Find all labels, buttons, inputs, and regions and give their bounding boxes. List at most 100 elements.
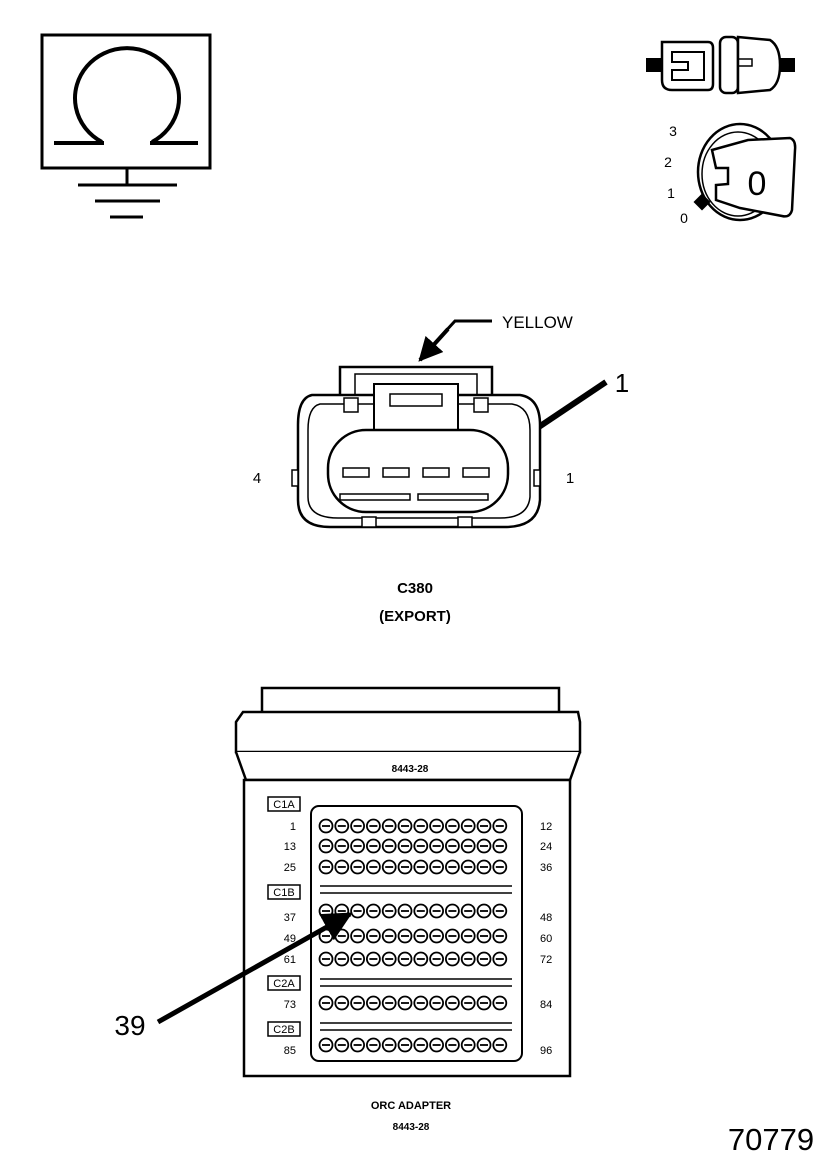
adapter-pin-95: [476, 1037, 492, 1053]
adapter-pin-22: [460, 838, 476, 854]
adapter-pin-83: [476, 995, 492, 1011]
adapter-pin-11: [476, 818, 492, 834]
adapter-pin-78: [397, 995, 413, 1011]
adapter-pin-16: [365, 838, 381, 854]
adapter-pin-87: [350, 1037, 366, 1053]
row-end-96: 96: [540, 1045, 552, 1057]
adapter-pin-42: [397, 903, 413, 919]
figure-number: 70779: [728, 1122, 814, 1157]
adapter-pin-63: [350, 951, 366, 967]
adapter-pin-96: [492, 1037, 508, 1053]
c380-pin-cavities: [342, 467, 490, 478]
orc-adapter: 8443-28 C1A C1B C2A C2B 1 12 13 24 25 36…: [234, 686, 582, 1133]
adapter-pin-73: [318, 995, 334, 1011]
adapter-pin-35: [476, 859, 492, 875]
row-start-13: 13: [284, 841, 296, 853]
adapter-pin-75: [350, 995, 366, 1011]
adapter-pin-58: [460, 928, 476, 944]
row-start-73: 73: [284, 999, 296, 1011]
adapter-pin-93: [444, 1037, 460, 1053]
adapter-pin-91: [413, 1037, 429, 1053]
row-start-85: 85: [284, 1045, 296, 1057]
adapter-pin-81: [444, 995, 460, 1011]
adapter-pin-46: [460, 903, 476, 919]
adapter-pin-67: [413, 951, 429, 967]
adapter-pin-85: [318, 1037, 334, 1053]
adapter-pin-32: [429, 859, 445, 875]
adapter-pin-27: [350, 859, 366, 875]
adapter-pin-3: [350, 818, 366, 834]
adapter-pin-33: [444, 859, 460, 875]
c380-pin-cavity-4: [342, 467, 370, 478]
row-end-48: 48: [540, 912, 552, 924]
adapter-pin-37: [318, 903, 334, 919]
adapter-pin-66: [397, 951, 413, 967]
adapter-pin-94: [460, 1037, 476, 1053]
adapter-pin-44: [429, 903, 445, 919]
adapter-pin-36: [492, 859, 508, 875]
adapter-pin-10: [460, 818, 476, 834]
pin-39-callout: 39: [114, 911, 353, 1041]
adapter-pin-88: [365, 1037, 381, 1053]
adapter-pin-29: [381, 859, 397, 875]
adapter-pin-9: [444, 818, 460, 834]
row-start-49: 49: [284, 933, 296, 945]
key-label: 0: [748, 165, 767, 203]
row-end-24: 24: [540, 841, 552, 853]
ignition-position-2: 2: [664, 154, 672, 170]
adapter-pin-47: [476, 903, 492, 919]
adapter-pin-17: [381, 838, 397, 854]
adapter-pin-2: [334, 818, 350, 834]
adapter-pin-80: [429, 995, 445, 1011]
section-label-c1a: C1A: [273, 799, 295, 811]
adapter-pin-12: [492, 818, 508, 834]
adapter-pin-84: [492, 995, 508, 1011]
adapter-pin-6: [397, 818, 413, 834]
adapter-pin-65: [381, 951, 397, 967]
c380-pin-cavity-3: [382, 467, 410, 478]
adapter-pin-31: [413, 859, 429, 875]
adapter-pin-82: [460, 995, 476, 1011]
row-end-36: 36: [540, 862, 552, 874]
wire-color-arrow: [418, 327, 450, 362]
adapter-pin-24: [492, 838, 508, 854]
adapter-pin-90: [397, 1037, 413, 1053]
pin-39-callout-label: 39: [114, 1010, 145, 1041]
adapter-pin-59: [476, 928, 492, 944]
adapter-pin-57: [444, 928, 460, 944]
adapter-pin-39: [350, 903, 366, 919]
row-end-12: 12: [540, 821, 552, 833]
adapter-pin-72: [492, 951, 508, 967]
adapter-pin-18: [397, 838, 413, 854]
adapter-pin-14: [334, 838, 350, 854]
adapter-pin-56: [429, 928, 445, 944]
adapter-pin-68: [429, 951, 445, 967]
row-end-84: 84: [540, 999, 552, 1011]
section-label-c1b: C1B: [273, 887, 294, 899]
adapter-pin-23: [476, 838, 492, 854]
section-label-c2a: C2A: [273, 978, 295, 990]
adapter-pin-5: [381, 818, 397, 834]
row-end-60: 60: [540, 933, 552, 945]
ignition-position-1: 1: [667, 185, 675, 201]
adapter-pin-77: [381, 995, 397, 1011]
c380-pin-cavity-1: [462, 467, 490, 478]
adapter-pin-92: [429, 1037, 445, 1053]
adapter-pin-54: [397, 928, 413, 944]
adapter-pin-71: [476, 951, 492, 967]
wire-color-label: YELLOW: [502, 313, 573, 332]
adapter-pin-34: [460, 859, 476, 875]
adapter-pin-43: [413, 903, 429, 919]
ignition-position-3: 3: [669, 123, 677, 139]
ignition-switch-icon: 3 2 1 0 0: [664, 122, 797, 226]
adapter-pin-13: [318, 838, 334, 854]
adapter-pin-21: [444, 838, 460, 854]
adapter-pin-8: [429, 818, 445, 834]
adapter-pin-41: [381, 903, 397, 919]
row-end-72: 72: [540, 954, 552, 966]
adapter-pin-25: [318, 859, 334, 875]
pin-1-callout-label: 1: [615, 368, 629, 398]
adapter-pin-28: [365, 859, 381, 875]
adapter-pin-76: [365, 995, 381, 1011]
adapter-pin-20: [429, 838, 445, 854]
